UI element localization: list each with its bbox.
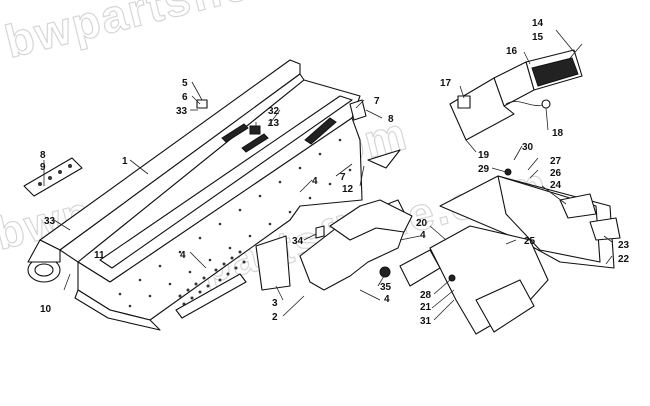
callout-6: 6 [182, 92, 188, 103]
tunnel-slot-1 [221, 123, 249, 143]
taillight-socket [457, 95, 471, 109]
bracket-7 [349, 99, 367, 121]
tunnel-perforation [178, 250, 246, 306]
callout-27: 27 [550, 156, 562, 167]
running-board-grip [175, 273, 247, 319]
front-hitch-loop-inner [34, 263, 54, 277]
callout-labels: 1 2 3 4 4 4 4 5 6 7 7 8 8 9 10 11 12 13 … [40, 18, 630, 327]
taillight-harness [505, 101, 547, 106]
taillight-lens-inner [531, 57, 579, 87]
watermark-text-1: bwpartsfiche.com [0, 0, 423, 68]
callout-32: 32 [268, 106, 280, 117]
clip-6 [196, 99, 208, 109]
tunnel-vent-slot [304, 117, 337, 145]
callout-18: 18 [552, 128, 564, 139]
callout-5: 5 [182, 78, 188, 89]
callout-1: 1 [122, 156, 128, 167]
callout-20: 20 [416, 218, 428, 229]
callout-28: 28 [420, 290, 432, 301]
callout-14: 14 [532, 18, 544, 29]
callout-2: 2 [272, 312, 278, 323]
callout-8b: 8 [388, 114, 394, 125]
callout-7b: 7 [340, 172, 346, 183]
callout-10: 10 [40, 304, 52, 315]
bolt-28 [448, 274, 456, 282]
tunnel-assembly [23, 59, 401, 331]
taillight-wire [559, 43, 583, 71]
callout-30: 30 [522, 142, 534, 153]
rear-bracket-plate [255, 235, 291, 291]
callout-26: 26 [550, 168, 562, 179]
callout-12: 12 [342, 184, 354, 195]
callout-4a: 4 [312, 176, 318, 187]
callout-3: 3 [272, 298, 278, 309]
callout-35: 35 [380, 282, 392, 293]
callout-22: 22 [618, 254, 630, 265]
nut-35 [379, 266, 391, 278]
snowflap-assembly [299, 199, 413, 291]
callout-4c: 4 [420, 230, 426, 241]
callout-31: 31 [420, 316, 432, 327]
plate-12 [367, 149, 401, 169]
callout-7a: 7 [374, 96, 380, 107]
front-trim-strip [23, 157, 83, 197]
front-bracket [27, 239, 61, 263]
callout-13: 13 [268, 118, 280, 129]
tunnel-lower-flange [74, 289, 161, 331]
callout-15: 15 [532, 32, 544, 43]
callout-24: 24 [550, 180, 562, 191]
callout-29: 29 [478, 164, 490, 175]
ring-terminal-18 [541, 99, 551, 109]
callout-19: 19 [478, 150, 490, 161]
tunnel-inner-rail [99, 95, 353, 269]
rivet-13 [249, 125, 261, 135]
rear-bumper-assembly [399, 168, 621, 335]
callout-16: 16 [506, 46, 518, 57]
rear-bumper-grip [475, 279, 535, 333]
callout-4d: 4 [384, 294, 390, 305]
callout-33b: 33 [44, 216, 56, 227]
callout-34: 34 [292, 236, 304, 247]
reflector-23 [589, 217, 621, 241]
trim-strip-holes [38, 164, 72, 186]
reflector-24 [559, 193, 597, 219]
callout-25: 25 [524, 236, 536, 247]
callout-11: 11 [94, 250, 105, 261]
bolt-34 [315, 225, 325, 239]
callout-33a: 33 [176, 106, 188, 117]
taillight-assembly [449, 43, 583, 141]
snowflap-right [329, 199, 413, 241]
callout-9: 9 [40, 162, 46, 173]
tunnel-slot-2 [241, 133, 269, 153]
callout-23: 23 [618, 240, 630, 251]
tunnel-rivets [118, 138, 352, 308]
callout-17: 17 [440, 78, 452, 89]
rear-bumper-step [399, 249, 441, 287]
callout-8a: 8 [40, 150, 46, 161]
leader-lines [43, 29, 613, 321]
callout-4b: 4 [180, 250, 186, 261]
callout-21: 21 [420, 302, 432, 313]
taillight-bracket [449, 77, 515, 141]
